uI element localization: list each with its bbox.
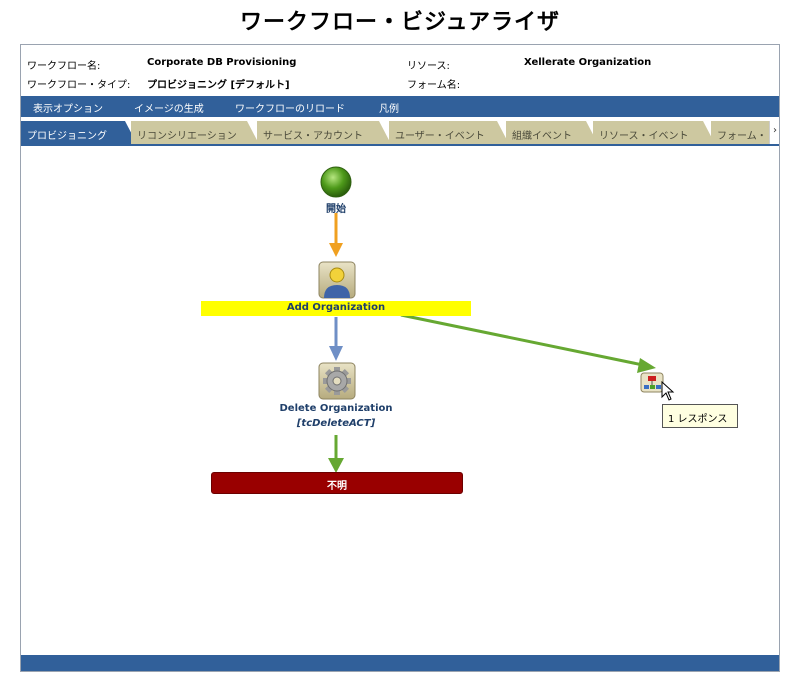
workflow-panel: ワークフロー名: Corporate DB Provisioning リソース:…: [20, 44, 780, 672]
response-arrow: [400, 313, 656, 373]
menu-reload-workflow[interactable]: ワークフローのリロード: [235, 104, 345, 115]
start-node-icon[interactable]: [320, 166, 352, 198]
workflow-diagram: [318, 166, 675, 473]
unknown-status-label: 不明: [327, 481, 347, 492]
green-arrow: [328, 435, 344, 473]
menu-bar: 表示オプション イメージの生成 ワークフローのリロード 凡例: [21, 96, 779, 117]
unknown-status-bar[interactable]: 不明: [211, 472, 463, 494]
response-icon[interactable]: [640, 372, 664, 393]
tab-service-account[interactable]: サービス・アカウント: [257, 121, 391, 144]
start-arrow: [329, 213, 343, 257]
cursor-icon: [661, 380, 675, 401]
tab-org-event[interactable]: 組織イベント: [506, 121, 598, 144]
blue-arrow: [329, 317, 343, 361]
response-tooltip: 1 レスポンス: [662, 404, 738, 428]
tab-resource-event[interactable]: リソース・イベント: [593, 121, 715, 144]
tab-label: サービス・アカウント: [263, 131, 363, 142]
tab-label: ユーザー・イベント: [395, 131, 485, 142]
tab-reconciliation[interactable]: リコンシリエーション: [131, 121, 259, 144]
tab-scroll-right-icon[interactable]: ›: [769, 121, 779, 144]
form-name-label: フォーム名:: [407, 80, 461, 91]
tab-label: 組織イベント: [512, 131, 572, 142]
tab-label: プロビジョニング: [27, 131, 107, 142]
workflow-name-label: ワークフロー名:: [27, 61, 101, 72]
response-tooltip-text: 1 レスポンス: [668, 414, 728, 425]
delete-organization-label: Delete Organization: [279, 403, 393, 414]
tab-label: リソース・イベント: [599, 131, 689, 142]
workflow-type-value: プロビジョニング [デフォルト]: [147, 80, 290, 91]
resource-label: リソース:: [407, 61, 450, 72]
tab-user-event[interactable]: ユーザー・イベント: [389, 121, 509, 144]
start-label: 開始: [326, 204, 346, 215]
user-task-icon[interactable]: [318, 261, 356, 299]
add-organization-label: Add Organization: [286, 302, 386, 313]
add-organization-bar[interactable]: Add Organization: [201, 301, 471, 316]
menu-display-options[interactable]: 表示オプション: [33, 104, 103, 115]
tab-form[interactable]: フォーム・: [711, 121, 779, 144]
workflow-info: ワークフロー名: Corporate DB Provisioning リソース:…: [21, 45, 779, 95]
menu-generate-image[interactable]: イメージの生成: [134, 104, 204, 115]
workflow-type-label: ワークフロー・タイプ:: [27, 80, 131, 91]
tab-label: フォーム・: [717, 131, 767, 142]
gear-icon[interactable]: [318, 362, 356, 400]
tab-label: リコンシリエーション: [137, 131, 237, 142]
workflow-name-value: Corporate DB Provisioning: [147, 57, 297, 68]
tab-provisioning[interactable]: プロビジョニング: [21, 121, 137, 144]
resource-value: Xellerate Organization: [524, 57, 652, 68]
page-title: ワークフロー・ビジュアライザ: [239, 10, 561, 35]
footer-bar: [21, 655, 779, 671]
menu-legend[interactable]: 凡例: [379, 104, 399, 115]
tab-row: プロビジョニング リコンシリエーション サービス・アカウント ユーザー・イベント…: [21, 121, 779, 146]
delete-organization-adapter: [tcDeleteACT]: [296, 418, 376, 429]
